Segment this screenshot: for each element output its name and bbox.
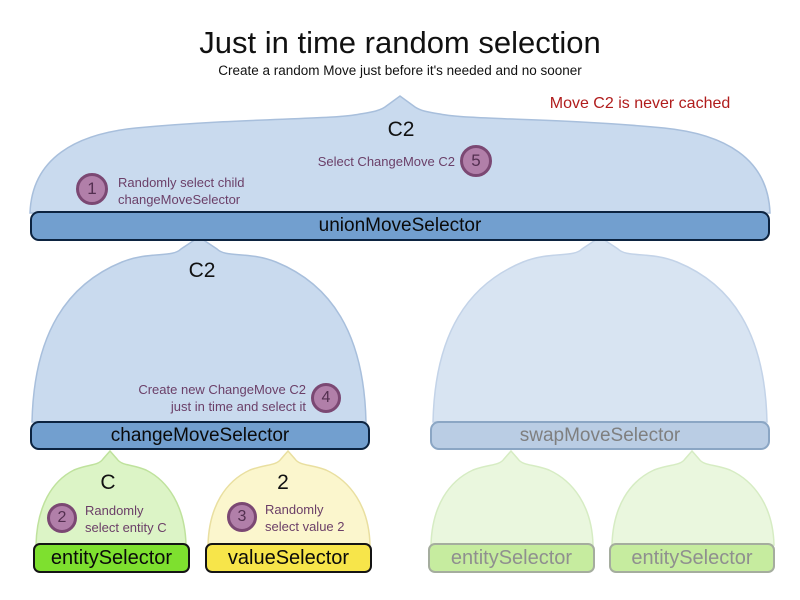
step-4-circle: 4 [311,383,341,413]
step-4-text: Create new ChangeMove C2 just in time an… [138,382,306,414]
step-3-number: 3 [237,508,247,525]
swap-funnel-arrow-shape [432,236,768,423]
move-label-c2-top: C2 [387,118,415,141]
move-label-c: C [100,471,116,494]
step-2-text: Randomly select entity C [85,503,167,535]
page-title: Just in time random selection [199,25,601,60]
value-selector-label: valueSelector [227,546,350,569]
union-move-selector-bar: unionMoveSelector [30,211,770,241]
step-5-text: Select ChangeMove C2 [317,154,455,169]
entity-selector-bar: entitySelector [33,543,190,573]
page-subtitle: Create a random Move just before it's ne… [218,63,582,78]
step-5-circle: 5 [460,145,492,177]
value-selector-bar: valueSelector [205,543,372,573]
entity-selector-faded-right-bar: entitySelector [609,543,775,573]
union-funnel-arrow-shape [29,95,771,214]
move-label-c2-mid: C2 [188,259,216,282]
step-1-circle: 1 [76,173,108,205]
step-1-number: 1 [87,179,97,198]
step-1-text: Randomly select child changeMoveSelector [118,175,245,207]
entity-faded-right-funnel-arrow-shape [611,449,775,546]
step-5-number: 5 [471,151,481,170]
move-label-2: 2 [277,471,289,494]
entity-selector-label: entitySelector [50,546,173,569]
swap-move-selector-bar: swapMoveSelector [430,421,770,450]
step-4-number: 4 [321,389,331,406]
step-2-number: 2 [57,509,67,526]
change-move-selector-label: changeMoveSelector [110,424,290,446]
entity-faded-left-funnel-arrow-shape [430,449,594,546]
swap-move-selector-label: swapMoveSelector [519,424,681,446]
entity-selector-faded-left-label: entitySelector [450,546,573,569]
union-move-selector-label: unionMoveSelector [318,215,482,236]
step-3-circle: 3 [227,502,257,532]
step-2-circle: 2 [47,503,77,533]
change-funnel-arrow-shape [31,236,367,423]
step-3-text: Randomly select value 2 [265,502,345,534]
entity-selector-faded-right-label: entitySelector [631,546,753,569]
change-move-selector-bar: changeMoveSelector [30,421,370,450]
never-cached-note: Move C2 is never cached [549,95,731,112]
entity-selector-faded-left-bar: entitySelector [428,543,595,573]
